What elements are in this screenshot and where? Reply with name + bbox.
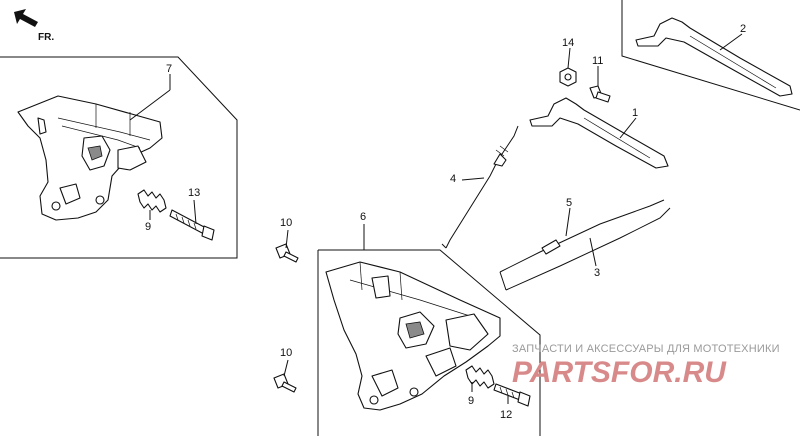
bolt-12 <box>493 383 531 407</box>
assembly-7-frame <box>0 56 238 259</box>
callout-2: 2 <box>740 23 746 35</box>
bolt-10-bottom <box>273 373 297 393</box>
callout-1: 1 <box>632 107 638 119</box>
governor-arm-2 <box>635 17 793 97</box>
nut-14 <box>559 67 577 87</box>
governor-arm-1 <box>529 97 669 169</box>
callout-9-left: 9 <box>145 221 151 233</box>
spring-9-right <box>465 365 495 389</box>
watermark-logo: PARTSFOR.RU <box>512 356 727 389</box>
bolt-10-top <box>275 243 299 263</box>
front-direction-label: FR. <box>38 32 54 43</box>
callout-14: 14 <box>562 37 574 49</box>
front-direction-arrow-icon <box>14 9 38 27</box>
callout-7: 7 <box>166 63 172 75</box>
leader-lines <box>129 33 743 404</box>
governor-rod-4 <box>441 125 519 249</box>
assembly-6-frame <box>317 249 541 436</box>
callout-3: 3 <box>594 267 600 279</box>
governor-bracket-assembly-left <box>17 95 163 221</box>
callout-4: 4 <box>450 173 456 185</box>
callout-9-right: 9 <box>468 395 474 407</box>
bolt-13 <box>169 209 215 241</box>
callout-10-bottom: 10 <box>280 347 292 359</box>
callout-10-top: 10 <box>280 217 292 229</box>
callout-11: 11 <box>592 55 603 67</box>
governor-bracket-assembly-middle <box>325 261 501 411</box>
part-2-frame <box>621 0 800 111</box>
bolt-11 <box>589 85 611 103</box>
spring-9-left <box>137 189 167 213</box>
governor-rod-5 <box>499 199 665 273</box>
callout-13: 13 <box>188 187 200 199</box>
governor-rod-3 <box>499 207 671 291</box>
watermark-tagline: ЗАПЧАСТИ И АКСЕССУАРЫ ДЛЯ МОТОТЕХНИКИ <box>512 343 780 355</box>
callout-5: 5 <box>566 197 572 209</box>
callout-12: 12 <box>500 409 512 421</box>
callout-6: 6 <box>360 211 366 223</box>
